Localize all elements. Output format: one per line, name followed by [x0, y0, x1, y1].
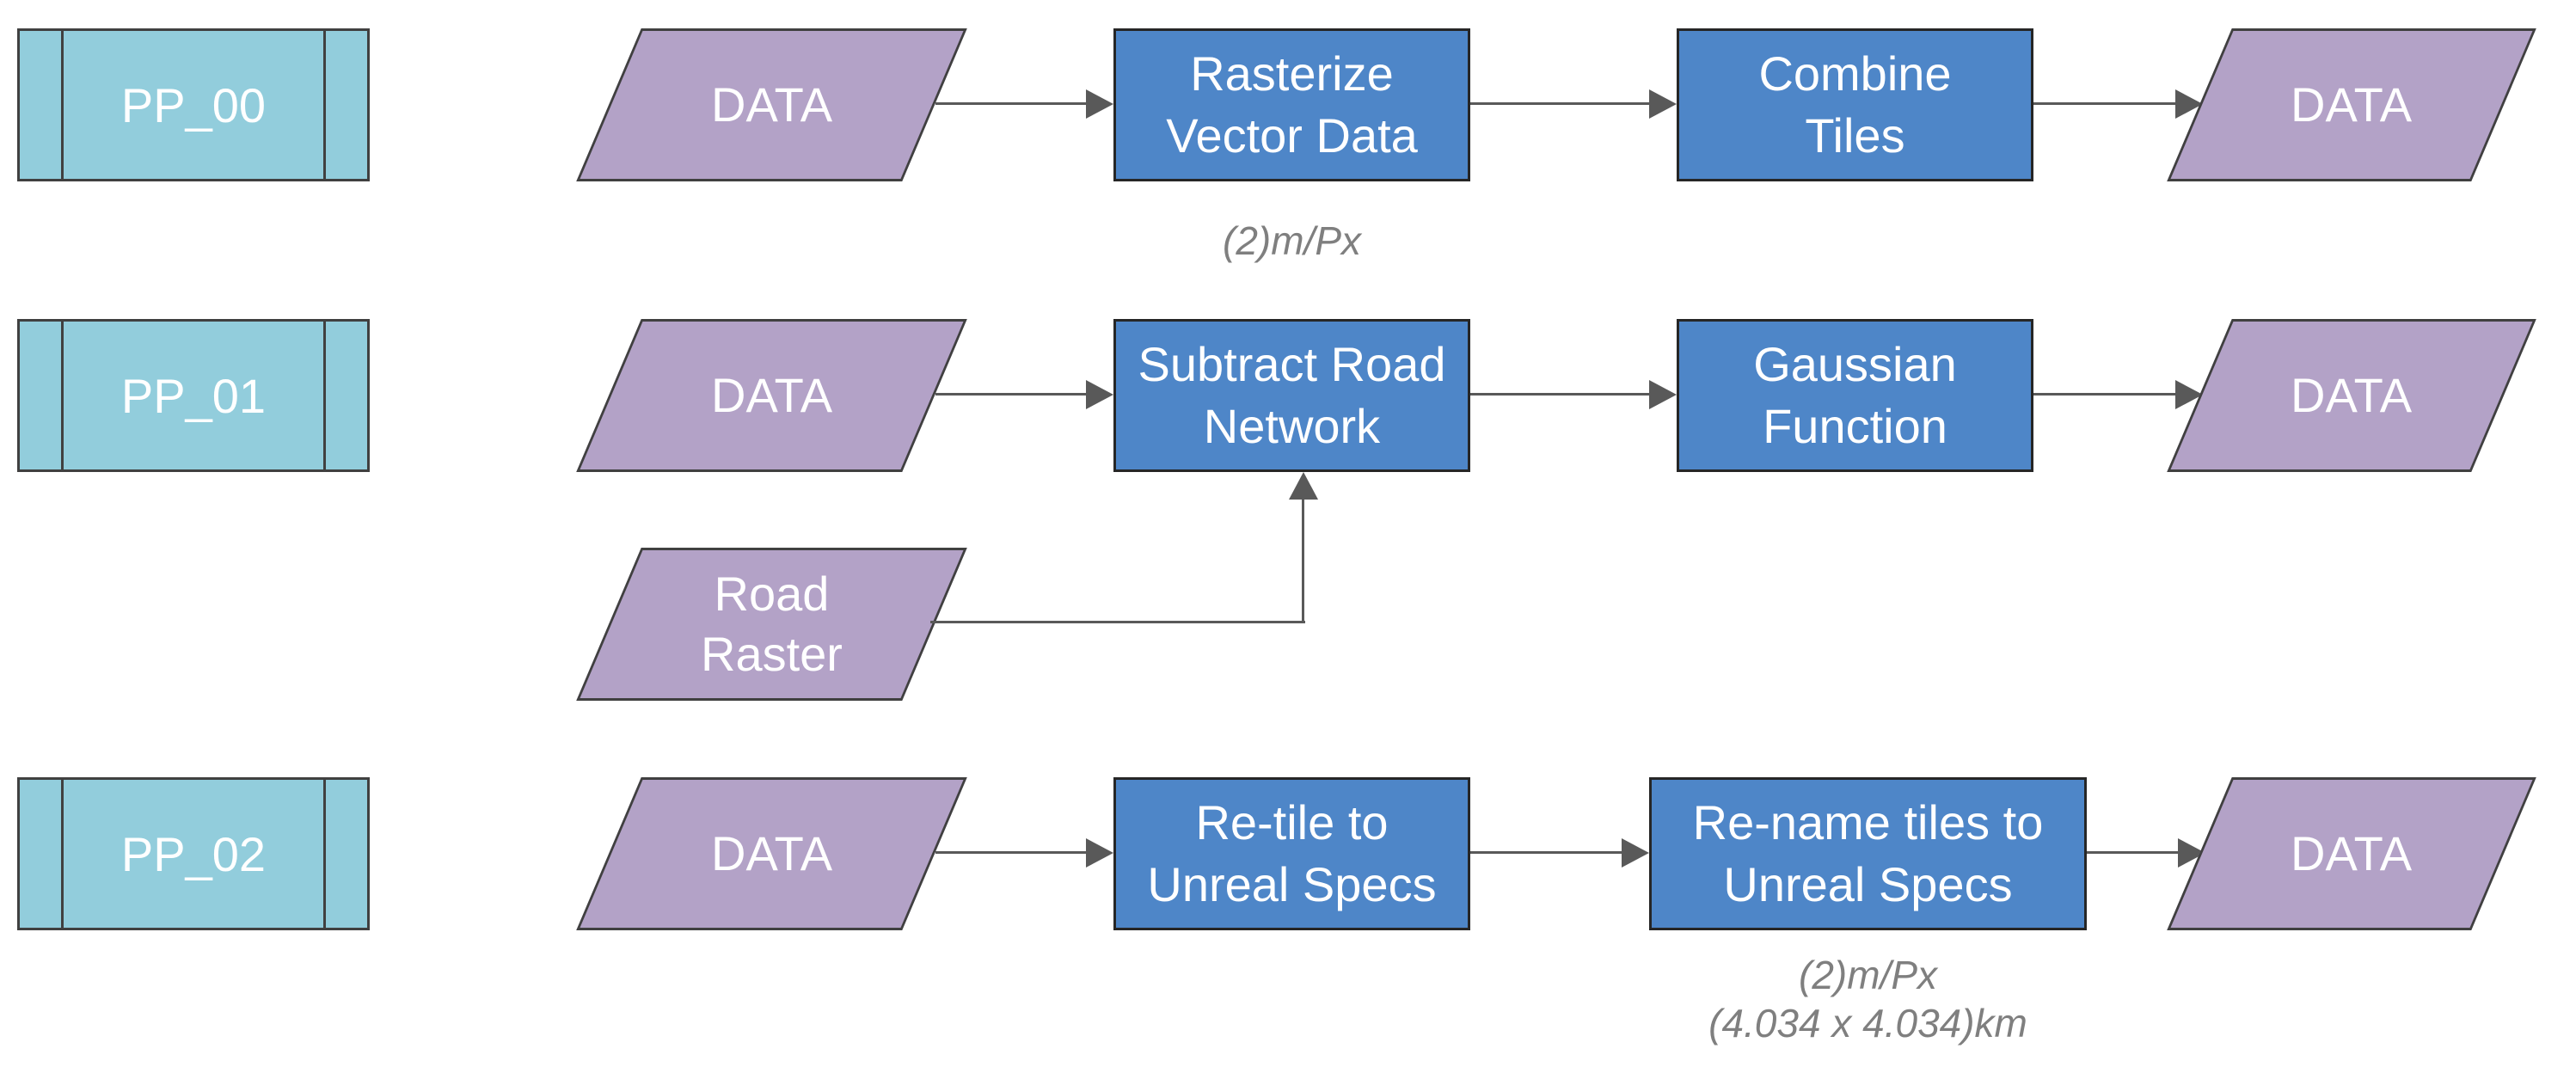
pipeline-label: PP_00	[120, 77, 267, 132]
arrow-head	[1649, 380, 1677, 409]
process-box-subtract-road: Subtract Road Network	[1113, 319, 1470, 472]
arrow-line	[935, 393, 1086, 396]
arrow-head	[1649, 89, 1677, 119]
elbow-connector-horizontal	[930, 621, 1305, 623]
pp-inner-line	[61, 322, 64, 469]
process-box-retile: Re-tile to Unreal Specs	[1113, 777, 1470, 930]
process-box-gaussian: Gaussian Function	[1677, 319, 2033, 472]
arrow-head	[1086, 838, 1113, 868]
process-label: Subtract Road Network	[1138, 337, 1446, 453]
arrow-line	[935, 851, 1086, 854]
road-raster-parallelogram: Road Raster	[576, 548, 967, 701]
data-label: DATA	[2291, 77, 2413, 132]
process-label: Rasterize Vector Data	[1166, 46, 1418, 163]
data-input-parallelogram: DATA	[576, 319, 967, 472]
arrow-head	[1086, 380, 1113, 409]
arrow-line	[1470, 102, 1649, 105]
data-label: DATA	[2291, 826, 2413, 880]
arrow-head-up	[1289, 472, 1318, 500]
process-box-rasterize: Rasterize Vector Data	[1113, 28, 1470, 181]
data-output-parallelogram: DATA	[2167, 777, 2536, 930]
data-output-parallelogram: DATA	[2167, 319, 2536, 472]
annotation-tile-specs: (2)m/Px (4.034 x 4.034)km	[1708, 953, 2027, 1046]
arrow-line	[2033, 102, 2175, 105]
annotation-resolution: (2)m/Px	[1223, 218, 1361, 263]
data-label: DATA	[710, 368, 833, 422]
data-label: DATA	[710, 826, 833, 880]
data-input-parallelogram: DATA	[576, 777, 967, 930]
process-box-combine-tiles: Combine Tiles	[1677, 28, 2033, 181]
arrow-head	[1086, 89, 1113, 119]
data-label: DATA	[710, 77, 833, 132]
pipeline-badge-pp01: PP_01	[17, 319, 370, 472]
arrow-line	[935, 102, 1086, 105]
arrow-line	[1470, 393, 1649, 396]
pp-inner-line	[323, 780, 326, 928]
pp-inner-line	[61, 780, 64, 928]
process-label: Re-name tiles to Unreal Specs	[1692, 795, 2044, 911]
pp-inner-line	[61, 31, 64, 179]
elbow-connector-vertical	[1302, 497, 1304, 623]
arrow-line	[2033, 393, 2175, 396]
process-box-rename: Re-name tiles to Unreal Specs	[1649, 777, 2087, 930]
pipeline-label: PP_02	[120, 826, 267, 881]
arrow-line	[2087, 851, 2178, 854]
process-label: Gaussian Function	[1753, 337, 1957, 453]
process-label: Re-tile to Unreal Specs	[1147, 795, 1437, 911]
arrow-head	[1622, 838, 1649, 868]
pipeline-badge-pp00: PP_00	[17, 28, 370, 181]
pp-inner-line	[323, 322, 326, 469]
data-label: Road Raster	[701, 567, 843, 681]
data-input-parallelogram: DATA	[576, 28, 967, 181]
process-label: Combine Tiles	[1758, 46, 1952, 163]
data-output-parallelogram: DATA	[2167, 28, 2536, 181]
data-label: DATA	[2291, 368, 2413, 422]
arrow-line	[1470, 851, 1622, 854]
pp-inner-line	[323, 31, 326, 179]
pipeline-label: PP_01	[120, 368, 267, 423]
pipeline-badge-pp02: PP_02	[17, 777, 370, 930]
